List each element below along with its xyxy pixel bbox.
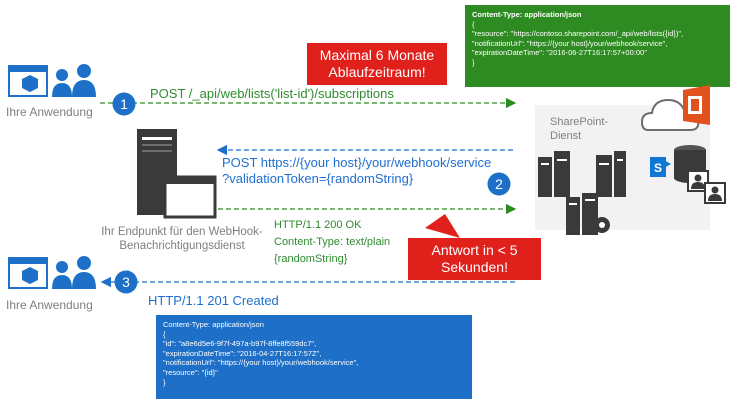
users-icon [56,69,68,81]
app-window-icon [8,256,96,289]
sharepoint-icon: S [650,157,671,177]
expiry-line2: Ablaufzeitraum! [328,64,426,80]
response-id: "id": "a8e6d5e6-9f7f-497a-b97f-8ffe8f559… [163,339,317,349]
response-line1: Antwort in < 5 [431,242,518,258]
step1-number: 1 [120,96,128,112]
step2-line1: POST https://{your host}/your/webhook/se… [222,155,492,170]
sharepoint-cloud-group: S [535,85,726,235]
client-icons-bottom [8,255,108,299]
response-resource: "resource": "{id}" [163,367,218,377]
client-icons-top [8,63,108,107]
server-icon [538,151,626,235]
office-icon [683,85,710,125]
request-notification-url: "notificationUrl": "https://{your host}/… [472,38,668,48]
step2-badge: 2 [487,172,511,196]
validation-body: {randomString} [274,253,348,265]
step1-request: POST /_api/web/lists('list-id')/subscrip… [150,86,394,101]
expiry-callout: Maximal 6 Monate Ablaufzeitraum! [307,43,447,85]
response-open: { [163,329,166,339]
endpoint-label-line2: Benachrichtigungsdienst [119,240,245,252]
request-resource: "resource": "https://contoso.sharepoint.… [472,29,684,39]
step2-number: 2 [495,176,503,192]
client-label-top: Ihre Anwendung [6,105,93,119]
step1-badge: 1 [112,92,136,116]
endpoint-server-icon [137,129,217,219]
response-callout-pointer [425,214,460,238]
step2-line2: ?validationToken={randomString} [222,171,414,186]
response-content-type: Content-Type: application/json [163,320,264,329]
sharepoint-label: SharePoint- Dienst [550,115,608,143]
svg-text:S: S [654,161,662,175]
sharepoint-label-line2: Dienst [550,130,582,142]
request-open: { [472,19,475,29]
step3-badge: 3 [114,270,138,294]
request-payload-box: Content-Type: application/json { "resour… [465,5,730,87]
response-line2: Sekunden! [441,259,508,275]
response-close: } [163,377,166,387]
expiry-line1: Maximal 6 Monate [319,47,435,63]
request-expiration: "expirationDateTime": "2016-06-27T16:17:… [472,48,647,58]
step3-response: HTTP/1.1 201 Created [148,293,279,308]
endpoint-label: Ihr Endpunkt für den WebHook- Benachrich… [92,225,272,253]
app-window-icon [8,64,96,97]
step2-request: POST https://{your host}/your/webhook/se… [222,155,491,187]
validation-content-type: Content-Type: text/plain [274,236,391,248]
client-label-bottom: Ihre Anwendung [6,298,93,312]
request-content-type: Content-Type: application/json [472,10,582,19]
step3-number: 3 [122,274,130,290]
users-icon [687,170,726,204]
response-expiration: "expirationDateTime": "2016-04-27T16:17:… [163,348,322,358]
response-payload-box: Content-Type: application/json { "id": "… [156,315,472,399]
endpoint-label-line1: Ihr Endpunkt für den WebHook- [101,226,263,238]
response-callout: Antwort in < 5 Sekunden! [408,238,541,280]
response-notification-url: "notificationUrl": "https://{your host}/… [163,358,359,368]
validation-status: HTTP/1.1 200 OK [274,219,362,231]
request-close: } [472,57,475,67]
validation-response: HTTP/1.1 200 OK Content-Type: text/plain… [274,217,390,268]
sharepoint-label-line1: SharePoint- [550,116,609,128]
